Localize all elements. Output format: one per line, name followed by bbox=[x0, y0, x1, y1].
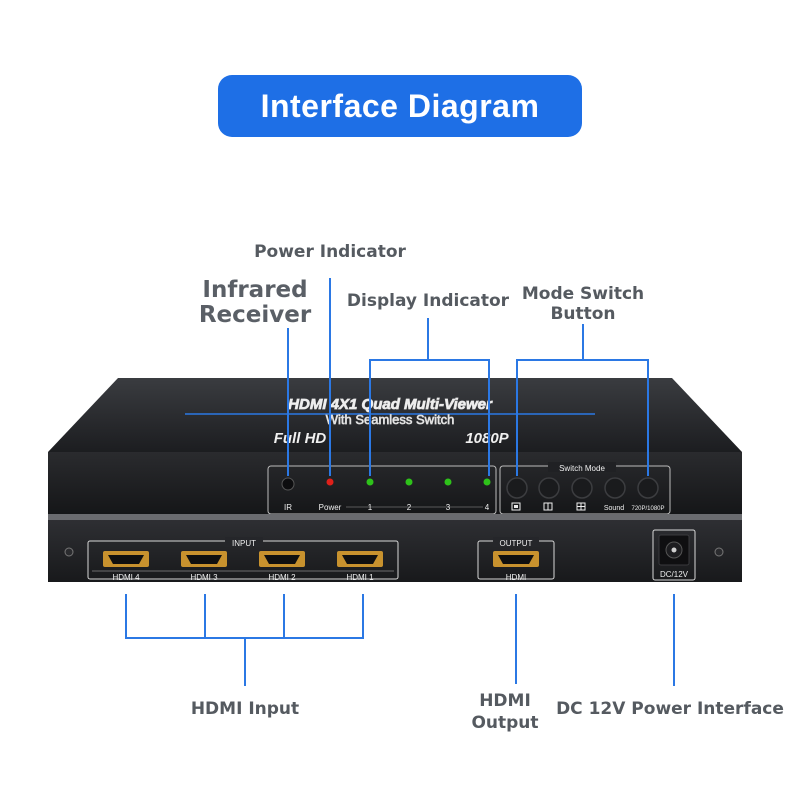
channel-label-1: 1 bbox=[368, 503, 373, 512]
dc-power-interface-label: DC 12V Power Interface bbox=[556, 699, 784, 719]
rear-screw-left bbox=[64, 547, 74, 557]
display-indicator-leader bbox=[369, 318, 490, 476]
top-print-brand: Full HD bbox=[274, 430, 327, 447]
display-led-3 bbox=[444, 478, 452, 486]
channel-label-4: 4 bbox=[485, 503, 490, 512]
hdmi-1-label: HDMI 1 bbox=[346, 573, 374, 582]
switch-mode-label: Switch Mode bbox=[559, 464, 605, 473]
mode-switch-button-label: Mode Switch Button bbox=[503, 284, 663, 324]
device-top-lid bbox=[48, 378, 742, 452]
output-group-label-bg bbox=[493, 537, 539, 547]
hdmi-input-label: HDMI Input bbox=[190, 699, 300, 719]
hdmi-output-port-label: HDMI bbox=[506, 573, 526, 582]
dc-jack-frame bbox=[652, 529, 696, 581]
top-print-line1: HDMI 4X1 Quad Multi-Viewer bbox=[288, 396, 493, 413]
power-label: Power bbox=[319, 503, 342, 512]
pip-mode-button[interactable] bbox=[538, 477, 560, 499]
display-led-4 bbox=[483, 478, 491, 486]
hdmi-input-leader bbox=[125, 594, 364, 686]
ir-label: IR bbox=[284, 503, 292, 512]
pip-icon bbox=[543, 502, 553, 511]
hdmi-3-port[interactable] bbox=[181, 551, 227, 567]
infrared-receiver-label-line1: Infrared bbox=[202, 277, 308, 303]
hdmi-output-label: HDMI Output bbox=[455, 690, 555, 734]
rear-screw-right bbox=[714, 547, 724, 557]
device-rear-face bbox=[48, 520, 742, 582]
top-print-resolution: 1080P bbox=[465, 430, 509, 447]
dc-label: DC/12V bbox=[660, 570, 689, 579]
output-group-label: OUTPUT bbox=[500, 539, 533, 548]
quad-split-mode-button[interactable] bbox=[571, 477, 593, 499]
hdmi-3-label: HDMI 3 bbox=[190, 573, 218, 582]
channel-label-2: 2 bbox=[407, 503, 412, 512]
display-led-1 bbox=[366, 478, 374, 486]
hdmi-4-label: HDMI 4 bbox=[112, 573, 140, 582]
sound-button[interactable] bbox=[604, 477, 626, 499]
hdmi-1-port[interactable] bbox=[337, 551, 383, 567]
mode-switch-label-line1: Mode Switch bbox=[521, 284, 645, 304]
input-group-label: INPUT bbox=[232, 539, 256, 548]
hdmi-output-port[interactable] bbox=[493, 551, 539, 567]
sound-button-label: Sound bbox=[604, 505, 624, 512]
display-led-2 bbox=[405, 478, 413, 486]
unit-gap-shadow bbox=[48, 514, 742, 520]
quad-split-icon bbox=[576, 502, 586, 511]
ir-receiver-window bbox=[281, 477, 295, 491]
hdmi-output-label-line1: HDMI bbox=[479, 691, 531, 711]
top-print-line2: With Seamless Switch bbox=[326, 412, 455, 427]
resolution-button[interactable] bbox=[637, 477, 659, 499]
dc-jack-center bbox=[671, 547, 677, 553]
device-front-face bbox=[48, 452, 742, 514]
resolution-button-label: 720P/1080P bbox=[631, 506, 664, 512]
switch-mode-label-bg bbox=[548, 462, 616, 472]
hdmi-2-port[interactable] bbox=[259, 551, 305, 567]
infrared-receiver-label: Infrared Receiver bbox=[190, 278, 320, 328]
hdmi-4-port[interactable] bbox=[103, 551, 149, 567]
mode-switch-label-line2: Button bbox=[550, 304, 616, 324]
power-indicator-label: Power Indicator bbox=[254, 242, 406, 262]
input-group-label-bg bbox=[225, 537, 263, 547]
full-screen-icon bbox=[511, 502, 521, 511]
full-screen-mode-button[interactable] bbox=[506, 477, 528, 499]
channel-label-3: 3 bbox=[446, 503, 451, 512]
display-indicator-label: Display Indicator bbox=[346, 291, 510, 311]
leader-lines bbox=[125, 278, 675, 686]
hdmi-output-label-line2: Output bbox=[471, 713, 539, 733]
page-title: Interface Diagram bbox=[218, 75, 582, 137]
mode-switch-leader bbox=[516, 324, 649, 476]
power-led bbox=[326, 478, 334, 486]
infrared-receiver-label-line2: Receiver bbox=[198, 302, 312, 328]
hdmi-2-label: HDMI 2 bbox=[268, 573, 296, 582]
